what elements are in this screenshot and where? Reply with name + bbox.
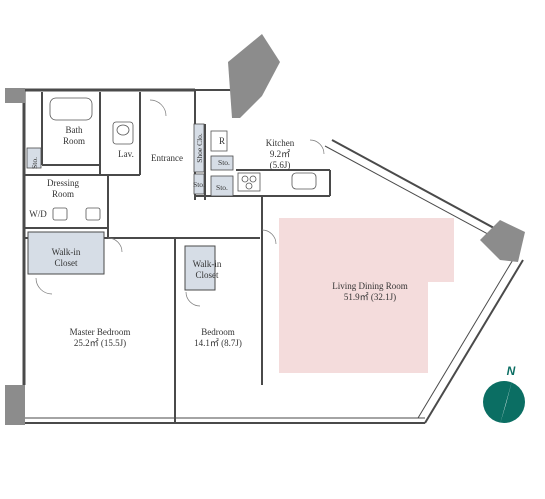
bedroom-label: Bedroom — [201, 327, 235, 337]
bathtub — [49, 97, 93, 121]
kitchen-label-2: 9.2㎡ — [270, 149, 290, 159]
washer-dryer-label: W/D — [29, 209, 47, 219]
storage-left-label: Sto. — [30, 157, 39, 169]
closets — [26, 123, 234, 291]
master-bedroom-label: Master Bedroom — [70, 327, 131, 337]
bedroom-area: 14.1㎡ (8.7J) — [194, 338, 242, 348]
bath-room-label-1: Bath — [66, 125, 83, 135]
master-bedroom-area: 25.2㎡ (15.5J) — [74, 338, 126, 348]
svg-text:Bath: Bath — [66, 125, 83, 135]
walk-in-closet-1-label-2: Closet — [54, 258, 78, 268]
fridge-label: R — [219, 136, 225, 146]
entrance-label: Entrance — [151, 153, 183, 163]
walk-in-closet-2-label-1: Walk-in — [193, 259, 222, 269]
storage-kitchen-1-label: Sto. — [218, 158, 230, 167]
svg-text:Room: Room — [63, 136, 85, 146]
storage-kitchen-2-label: Sto. — [216, 183, 228, 192]
living-dining-label: Living Dining Room — [332, 281, 408, 291]
kitchen-label-1: Kitchen — [266, 138, 295, 148]
north-label: N — [507, 364, 516, 378]
dressing-label-1: Dressing — [47, 178, 79, 188]
room-labels: Bath Room Lav. Entrance Shoe Clo. Kitche… — [29, 125, 408, 348]
door-swings — [35, 99, 325, 307]
walk-in-closet-2-label-2: Closet — [195, 270, 219, 280]
north-arrow-icon: N — [483, 364, 525, 424]
bath-room-label-2: Room — [63, 136, 85, 146]
lav-label: Lav. — [118, 149, 134, 159]
pillars — [5, 34, 525, 425]
walk-in-closet-1-label-1: Walk-in — [52, 247, 81, 257]
dressing-label-2: Room — [52, 189, 74, 199]
storage-hall-label: Sto. — [193, 180, 205, 189]
shoe-closet-label: Shoe Clo. — [195, 133, 204, 163]
fixtures — [49, 97, 317, 221]
living-highlight — [279, 218, 454, 373]
living-dining-area: 51.9㎡ (32.1J) — [344, 292, 396, 302]
kitchen-label-3: (5.6J) — [270, 160, 291, 170]
